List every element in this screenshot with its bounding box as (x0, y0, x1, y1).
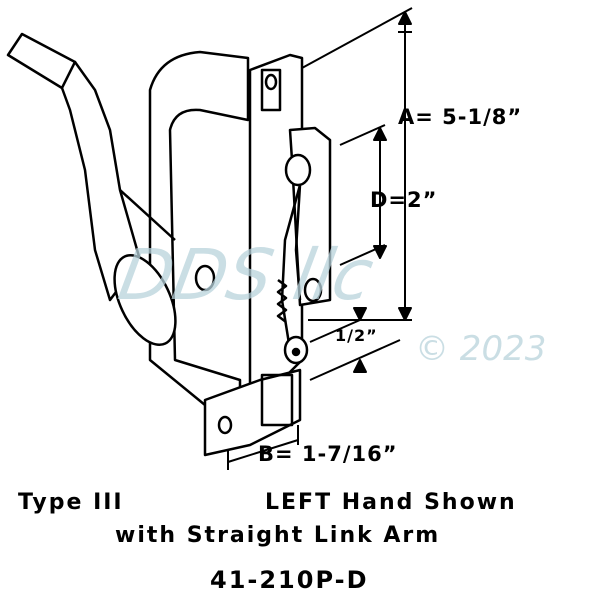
gear-housing (113, 50, 250, 407)
link-arm (276, 126, 332, 365)
type-label: Type III (18, 490, 124, 515)
part-number: 41-210P-D (210, 566, 369, 594)
dimension-half-label: 1/2” (335, 326, 378, 345)
dimension-lines (227, 7, 413, 470)
dimension-d-label: D=2” (370, 188, 438, 212)
dimension-a-label: A= 5-1/8” (398, 105, 523, 129)
mounting-hole (194, 264, 216, 292)
arm-label: with Straight Link Arm (115, 523, 441, 548)
crank-handle (6, 32, 142, 302)
watermark-brand: DDS llc (112, 234, 380, 316)
dimension-b-label: B= 1-7/16” (258, 442, 398, 466)
watermark-year: © 2023 (415, 329, 547, 369)
hand-label: LEFT Hand Shown (265, 490, 517, 515)
